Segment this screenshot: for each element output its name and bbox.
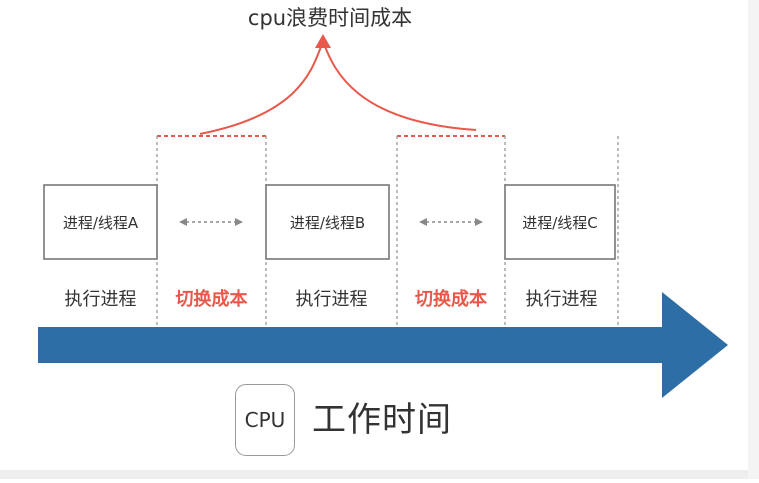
waste-title: cpu浪费时间成本	[248, 6, 412, 30]
waste-arrowhead-icon	[315, 34, 331, 48]
cpu-chip-icon: CPU	[235, 384, 295, 456]
switch-double-arrow-icon	[179, 218, 243, 226]
process-label-b: 进程/线程B	[290, 214, 365, 232]
process-label-a: 进程/线程A	[63, 214, 139, 232]
phase-label-exec: 执行进程	[296, 289, 368, 310]
bottom-edge	[0, 470, 759, 479]
process-box-b: 进程/线程B	[265, 184, 390, 260]
phase-label-switch: 切换成本	[415, 288, 487, 310]
timeline-caption: 工作时间	[312, 400, 452, 440]
timeline-arrow-icon	[38, 292, 728, 398]
phase-label-switch: 切换成本	[176, 288, 248, 310]
right-edge	[748, 0, 759, 479]
waste-curve-right	[323, 43, 477, 131]
process-box-a: 进程/线程A	[43, 184, 158, 260]
phase-label-exec: 执行进程	[65, 289, 137, 310]
process-label-c: 进程/线程C	[522, 214, 598, 232]
process-box-c: 进程/线程C	[504, 184, 616, 260]
waste-curve-left	[199, 43, 323, 135]
switch-double-arrow-icon	[419, 218, 483, 226]
phase-label-exec: 执行进程	[526, 289, 598, 310]
cpu-label: CPU	[244, 408, 286, 432]
